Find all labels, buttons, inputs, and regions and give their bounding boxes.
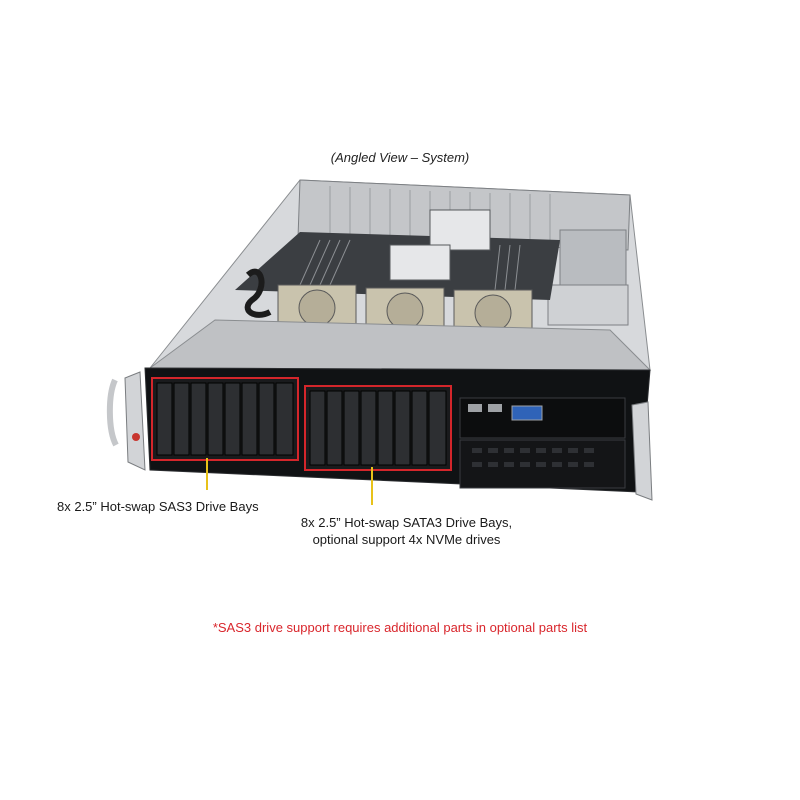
usb-port-icon xyxy=(468,404,482,412)
sata-label-line1: 8x 2.5” Hot-swap SATA3 Drive Bays, xyxy=(300,515,513,530)
view-caption: (Angled View – System) xyxy=(330,150,470,165)
sas-drive-bays-label: 8x 2.5” Hot-swap SAS3 Drive Bays xyxy=(57,499,259,514)
sas3-footnote: *SAS3 drive support requires additional … xyxy=(212,620,588,635)
drive-bay-icon xyxy=(156,382,294,456)
power-button-icon xyxy=(132,433,140,441)
vga-port-icon xyxy=(511,405,543,421)
rack-handle-icon xyxy=(106,371,146,471)
sata-drive-bays-label: 8x 2.5” Hot-swap SATA3 Drive Bays, optio… xyxy=(284,514,529,548)
sata-label-line2: optional support 4x NVMe drives xyxy=(312,532,501,547)
